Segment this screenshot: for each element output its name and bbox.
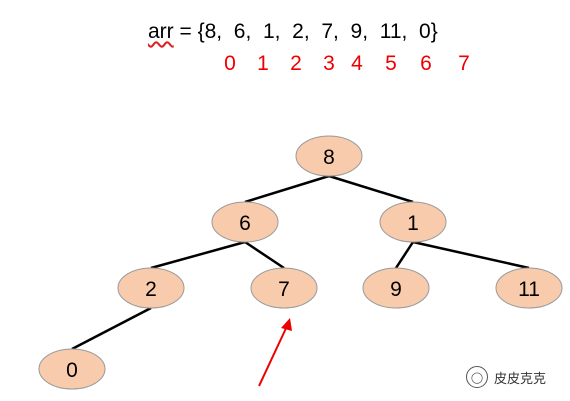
- tree-node-6: 6: [211, 201, 279, 243]
- array-index-3: 3: [323, 52, 335, 75]
- array-index-2: 2: [290, 52, 302, 75]
- tree-node-1: 1: [379, 201, 447, 243]
- wechat-icon: ◯: [466, 366, 488, 388]
- tree-node-label: 11: [518, 278, 540, 301]
- edge-n2-n0: [71, 306, 152, 351]
- tree-node-label: 2: [145, 278, 157, 301]
- edge-n6-n2: [150, 240, 246, 270]
- edge-n1-n11: [412, 240, 530, 270]
- array-declaration: arr = {8, 6, 1, 2, 7, 9, 11, 0}: [148, 20, 438, 44]
- tree-node-label: 6: [239, 212, 251, 235]
- tree-node-7: 7: [250, 267, 318, 309]
- array-index-6: 6: [420, 52, 432, 75]
- watermark: ◯ 皮皮克克: [466, 366, 546, 388]
- tree-node-2: 2: [117, 267, 185, 309]
- array-index-4: 4: [351, 52, 363, 75]
- tree-edges: [71, 174, 530, 351]
- array-index-7: 7: [458, 52, 470, 75]
- tree-node-11: 11: [495, 267, 563, 309]
- array-index-5: 5: [385, 52, 397, 75]
- watermark-text: 皮皮克克: [494, 370, 547, 386]
- arrow-head: [281, 318, 292, 331]
- edge-n8-n1: [328, 174, 414, 204]
- edge-n6-n7: [244, 240, 285, 270]
- array-values: = {8, 6, 1, 2, 7, 9, 11, 0}: [173, 20, 438, 43]
- arrow-shaft: [258, 323, 289, 387]
- tree-node-0: 0: [38, 348, 106, 390]
- tree-node-label: 7: [278, 278, 290, 301]
- tree-node-8: 8: [295, 135, 363, 177]
- tree-node-label: 9: [390, 278, 402, 301]
- tree-node-label: 8: [323, 146, 335, 169]
- tree-node-9: 9: [362, 267, 430, 309]
- pointer-arrow: [258, 318, 292, 387]
- array-name: arr: [148, 20, 174, 43]
- tree-node-label: 1: [407, 212, 419, 235]
- array-index-0: 0: [224, 52, 236, 75]
- array-index-1: 1: [257, 52, 269, 75]
- tree-nodes: 8 6 1 2 7 9 11 0: [38, 135, 563, 390]
- tree-node-label: 0: [66, 359, 78, 382]
- edge-n8-n6: [244, 174, 330, 204]
- edge-n1-n9: [394, 241, 415, 269]
